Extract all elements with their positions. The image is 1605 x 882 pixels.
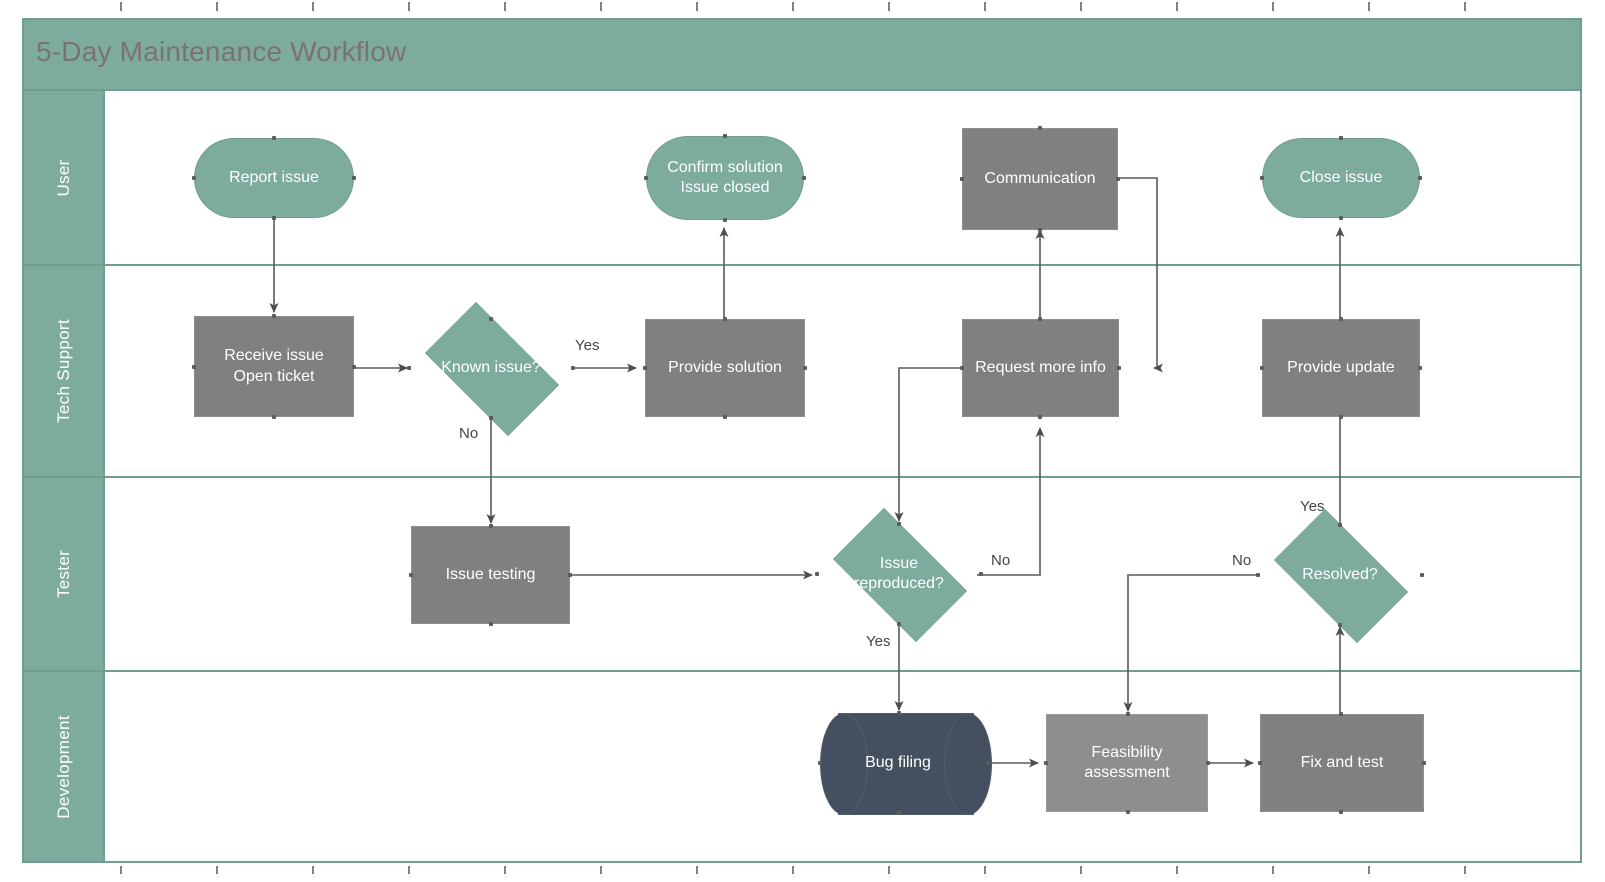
lane-header-tester[interactable]: Tester xyxy=(24,478,105,670)
node-label-line2: Open ticket xyxy=(233,367,315,385)
lane-label-development: Development xyxy=(53,714,73,819)
node-request-more-info[interactable]: Request more info xyxy=(962,319,1119,417)
node-label-line1: Confirm solution xyxy=(667,158,783,176)
node-resolved[interactable]: Resolved? xyxy=(1258,509,1422,643)
edge-label-resolved-yes: Yes xyxy=(1300,498,1325,515)
node-label: Issue testing xyxy=(445,565,536,583)
node-report-issue[interactable]: Report issue xyxy=(194,138,354,218)
node-label-line1: Feasibility xyxy=(1091,743,1163,761)
lane-label-tester: Tester xyxy=(53,549,73,599)
node-label: Request more info xyxy=(975,358,1106,376)
edge-label-resolved-no: No xyxy=(1232,552,1252,569)
node-known-issue[interactable]: Known issue? xyxy=(409,302,573,436)
node-label-line2: assessment xyxy=(1084,764,1170,781)
node-provide-solution[interactable]: Provide solution xyxy=(645,319,805,417)
node-label: Provide solution xyxy=(668,358,782,376)
node-label: Resolved? xyxy=(1302,565,1378,583)
node-label: Communication xyxy=(984,169,1096,187)
node-receive-issue[interactable]: Receive issue Open ticket xyxy=(194,316,354,417)
node-close-issue[interactable]: Close issue xyxy=(1262,138,1420,218)
node-feasibility-assessment[interactable]: Feasibility assessment xyxy=(1046,714,1208,812)
lane-header-user[interactable]: User xyxy=(24,91,105,264)
diagram-title-bar: 5-Day Maintenance Workflow xyxy=(24,20,1580,89)
page-title: 5-Day Maintenance Workflow xyxy=(36,36,407,67)
node-label: Bug filing xyxy=(865,753,931,771)
node-confirm-solution[interactable]: Confirm solution Issue closed xyxy=(646,136,804,220)
edge-label-known-yes: Yes xyxy=(575,337,600,354)
node-label: Known issue? xyxy=(441,358,541,376)
node-issue-testing[interactable]: Issue testing xyxy=(411,526,570,624)
node-label: Provide update xyxy=(1287,358,1395,376)
node-provide-update[interactable]: Provide update xyxy=(1262,319,1420,417)
node-bug-filing[interactable]: Bug filing xyxy=(820,713,992,815)
edge-label-reproduced-yes: Yes xyxy=(866,633,891,650)
edge-label-reproduced-no: No xyxy=(991,552,1011,569)
edge-label-known-no: No xyxy=(459,425,479,442)
lane-label-tech-support: Tech Support xyxy=(53,319,73,423)
lane-header-tech-support[interactable]: Tech Support xyxy=(24,266,105,476)
cylinder-right-cap xyxy=(944,713,992,815)
lane-label-user: User xyxy=(53,158,73,197)
node-label: Report issue xyxy=(229,168,319,186)
node-communication[interactable]: Communication xyxy=(962,128,1118,230)
node-label-line2: reproduced? xyxy=(854,575,944,592)
node-label-line1: Issue xyxy=(879,554,919,572)
node-label: Fix and test xyxy=(1300,753,1384,771)
cylinder-left-cap xyxy=(820,713,868,815)
lane-header-development[interactable]: Development xyxy=(24,672,105,861)
node-label-line2: Issue closed xyxy=(680,179,770,196)
node-label-line1: Receive issue xyxy=(224,347,324,365)
node-fix-and-test[interactable]: Fix and test xyxy=(1260,714,1424,812)
node-issue-reproduced[interactable]: Issue reproduced? xyxy=(817,508,981,642)
node-label: Issue reproduced? xyxy=(848,554,950,595)
node-label: Close issue xyxy=(1299,168,1383,186)
